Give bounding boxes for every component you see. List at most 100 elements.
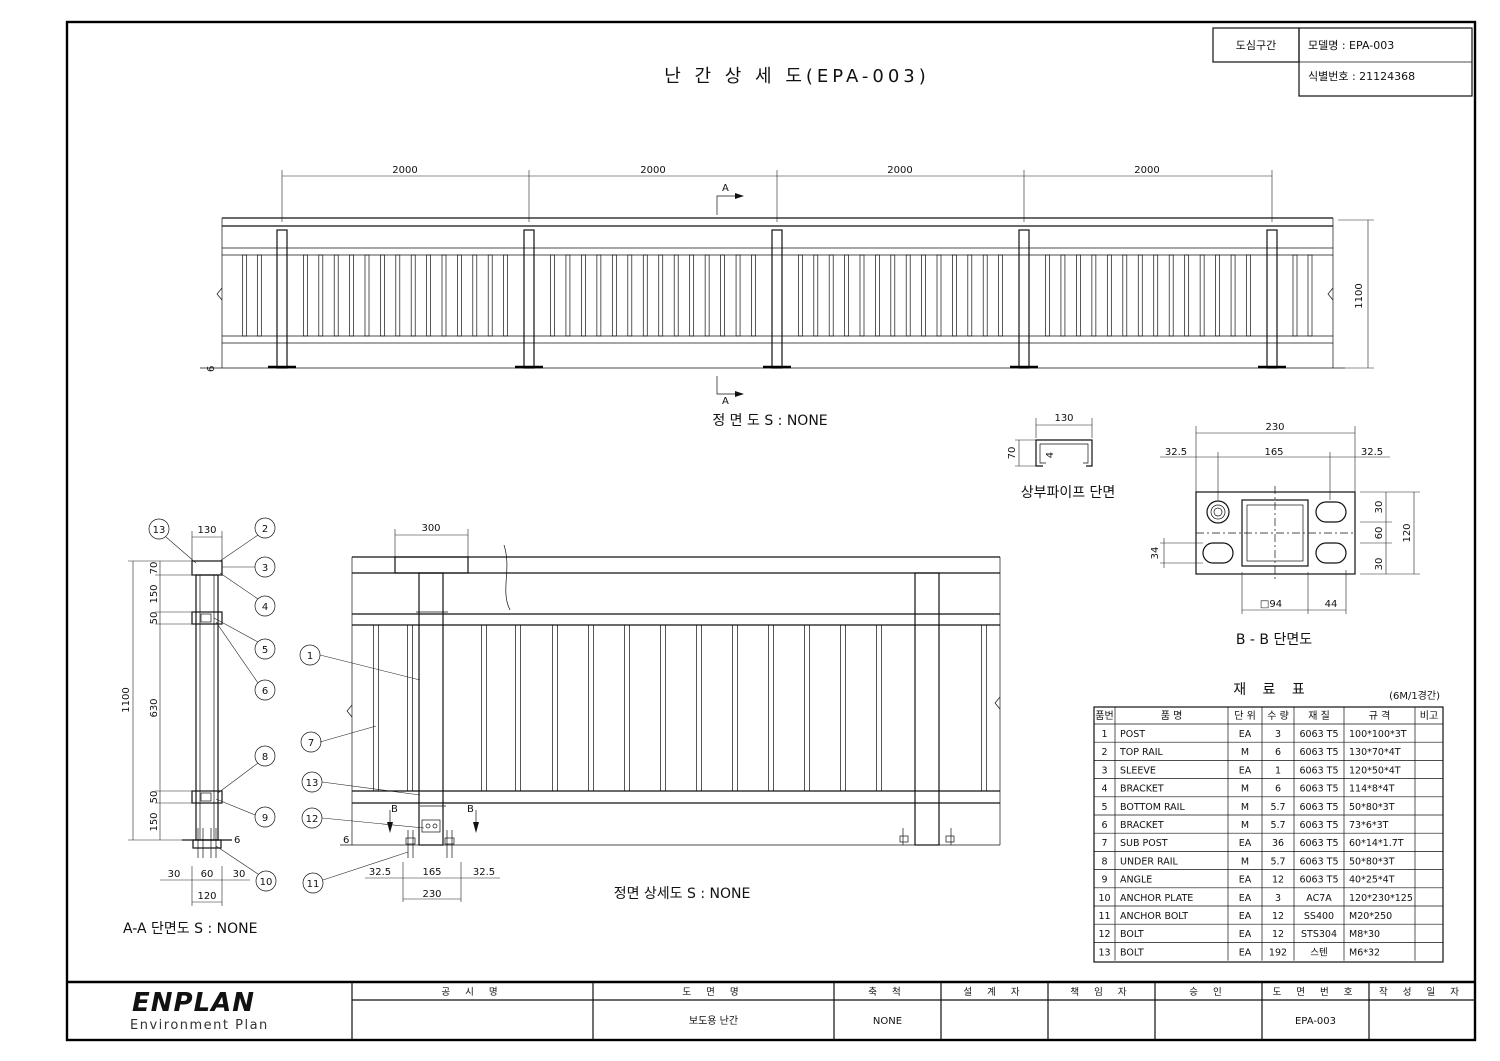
- materials-cell: POST: [1120, 729, 1145, 740]
- detail-baluster: [373, 624, 379, 792]
- materials-cell: 50*80*3T: [1349, 856, 1395, 867]
- materials-cell: 60*14*1.7T: [1349, 838, 1404, 849]
- baluster: [982, 254, 988, 337]
- top-pipe-section: 130 70 4: [1007, 413, 1093, 467]
- baluster: [720, 254, 725, 337]
- materials-cell: 3: [1275, 893, 1281, 904]
- detail-caption: 정면 상세도 S : NONE: [614, 886, 751, 902]
- aa-callout-13: 13: [153, 525, 166, 536]
- footer-header: 작 성 일 자: [1379, 987, 1465, 998]
- pipe-width-dim: 130: [1054, 413, 1073, 424]
- materials-cell: SUB POST: [1120, 838, 1168, 849]
- detail-baluster: [840, 624, 846, 792]
- footer-value: NONE: [873, 1016, 902, 1027]
- id-label: 식별번호 : 21124368: [1308, 70, 1415, 83]
- detail-baluster: [624, 624, 630, 792]
- baluster: [828, 254, 834, 337]
- materials-cell: SLEEVE: [1120, 765, 1156, 776]
- baluster: [1307, 254, 1313, 337]
- baluster-group: [242, 254, 1313, 337]
- detail-callout-1: 1: [307, 651, 313, 662]
- materials-cell: BOTTOM RAIL: [1120, 802, 1185, 813]
- detail-callout-12: 12: [306, 814, 319, 825]
- materials-cell: TOP RAIL: [1119, 747, 1164, 758]
- materials-header: 비고: [1420, 710, 1438, 722]
- detail-baluster: [481, 624, 487, 792]
- materials-header: 품번: [1095, 710, 1113, 722]
- aa-callout-9: 9: [262, 813, 268, 824]
- aa-h70-dim: 70: [149, 562, 160, 575]
- baluster: [395, 254, 401, 337]
- footer-header: 공 시 명: [441, 987, 503, 998]
- bb-right-dim: 32.5: [1361, 447, 1383, 458]
- section-mark-a-bottom: A: [722, 396, 729, 407]
- materials-cell: EA: [1239, 947, 1252, 958]
- materials-cell: 13: [1098, 947, 1110, 958]
- footer-header: 설 계 자: [963, 986, 1025, 998]
- baluster: [844, 254, 849, 337]
- materials-cell: ANGLE: [1120, 875, 1152, 886]
- baluster: [1076, 254, 1081, 337]
- materials-cell: STS304: [1301, 929, 1337, 940]
- detail-callout-13: 13: [306, 778, 319, 789]
- model-label: 모델명 : EPA-003: [1308, 39, 1394, 52]
- baluster: [751, 254, 756, 337]
- materials-cell: 9: [1101, 875, 1107, 886]
- materials-header: 단 위: [1234, 709, 1256, 722]
- materials-cell: 6063 T5: [1299, 802, 1338, 813]
- baluster: [627, 254, 633, 337]
- materials-cell: 6063 T5: [1299, 838, 1338, 849]
- baluster: [875, 254, 880, 337]
- aa-b60-dim: 60: [201, 869, 214, 880]
- drawing-title: 난 간 상 세 도(EPA-003): [664, 66, 930, 87]
- detail-baluster: [660, 624, 666, 792]
- baluster: [550, 254, 555, 337]
- materials-cell: 12: [1272, 929, 1284, 940]
- materials-cell: EA: [1239, 838, 1252, 849]
- bb-section: 230 32.5 165 32.5 30 60 30 120 34: [1150, 422, 1420, 614]
- baluster: [1168, 254, 1174, 337]
- materials-cell: EA: [1239, 875, 1252, 886]
- baluster: [565, 254, 571, 337]
- footer-header: 승 인: [1189, 987, 1228, 998]
- materials-cell: 12: [1098, 929, 1110, 940]
- baluster: [1045, 254, 1050, 337]
- detail-b-right-dim: 32.5: [473, 867, 495, 878]
- aa-b120-dim: 120: [197, 891, 216, 902]
- footer-header: 책 임 자: [1070, 986, 1132, 998]
- materials-cell: M8*30: [1349, 929, 1380, 940]
- bb-v3-dim: 30: [1374, 558, 1385, 571]
- baluster: [1122, 254, 1128, 337]
- pipe-thickness-dim: 4: [1045, 452, 1056, 458]
- materials-cell: BOLT: [1120, 947, 1144, 958]
- materials-cell: 130*70*4T: [1349, 747, 1401, 758]
- materials-note: (6M/1경간): [1389, 689, 1440, 702]
- baluster: [441, 254, 447, 337]
- materials-cell: 6063 T5: [1299, 729, 1338, 740]
- baluster: [410, 254, 416, 337]
- baluster: [364, 254, 370, 337]
- materials-cell: 6: [1101, 820, 1107, 831]
- materials-cell: 114*8*4T: [1349, 784, 1395, 795]
- aa-h50a-dim: 50: [149, 612, 160, 625]
- bb-hole-dim: 34: [1150, 547, 1161, 560]
- detail-baluster-group: [373, 624, 987, 792]
- detail-view: 300 6 B: [299, 523, 1001, 902]
- baluster: [673, 254, 679, 337]
- aa-total-dim: 1100: [121, 687, 132, 712]
- aa-section: 130 6 70 150 50 630 50 150 1100: [121, 517, 277, 906]
- materials-cell: 6063 T5: [1299, 820, 1338, 831]
- aa-h50b-dim: 50: [149, 791, 160, 804]
- materials-cell: 6063 T5: [1299, 765, 1338, 776]
- footer-value: EPA-003: [1295, 1016, 1336, 1027]
- span-dim-2: 2000: [640, 165, 665, 176]
- detail-baluster: [876, 624, 882, 792]
- front-height-dim: 1100: [1354, 283, 1365, 308]
- footer-value: 보도용 난간: [689, 1015, 738, 1027]
- baluster: [1091, 254, 1097, 337]
- baluster: [1106, 254, 1112, 337]
- detail-b-left-dim: 32.5: [369, 867, 391, 878]
- baluster: [303, 254, 308, 337]
